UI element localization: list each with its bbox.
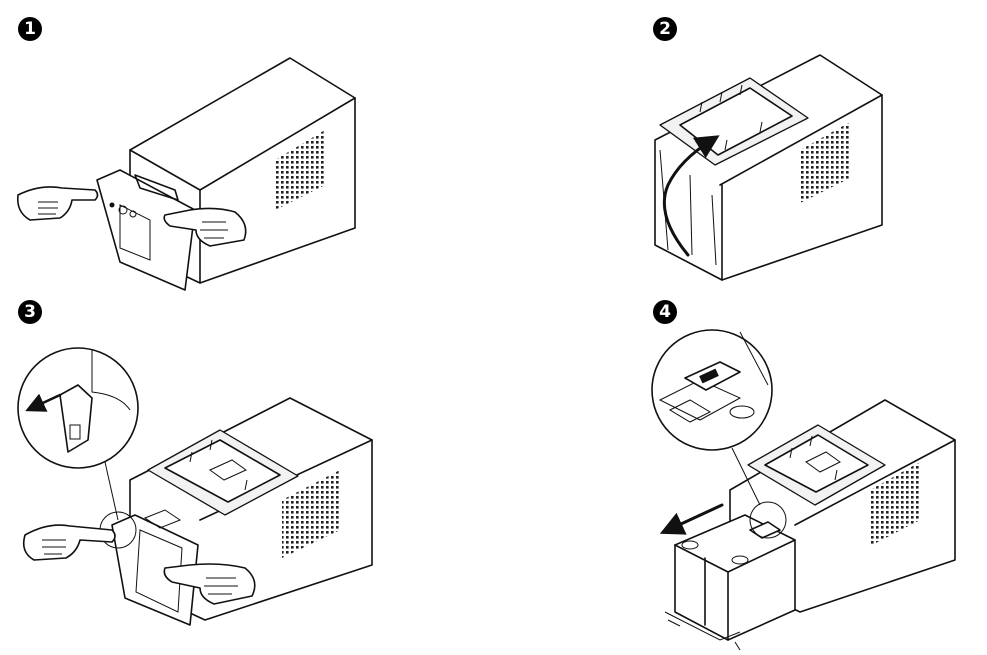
hand-icon [163, 563, 256, 605]
step-4-illustration [651, 329, 956, 651]
magnifier-callout-icon [651, 329, 787, 539]
front-panel [96, 169, 196, 291]
step-number-badge: 2 [653, 17, 677, 41]
step-3-illustration [17, 347, 373, 626]
hand-icon [22, 524, 116, 561]
step-2-illustration [654, 54, 883, 281]
vent-grille-icon [800, 122, 850, 203]
step-number-badge: 4 [653, 300, 677, 324]
step-number-badge: 1 [18, 17, 42, 41]
battery-door [747, 424, 886, 506]
step-1-illustration [16, 57, 356, 291]
arrow-icon [659, 503, 724, 535]
vent-grille-icon [282, 470, 340, 558]
vent-grille-icon [870, 462, 920, 546]
arrow-icon [662, 135, 720, 257]
step-number-badge: 3 [18, 300, 42, 324]
magnifier-callout-icon [17, 347, 139, 549]
ups-unit [654, 54, 883, 281]
vent-grille-icon [275, 130, 325, 210]
battery-door [147, 429, 299, 516]
arrow-icon [25, 393, 62, 412]
battery-pack [664, 514, 796, 651]
hand-icon [163, 207, 247, 247]
hand-icon [16, 186, 99, 221]
